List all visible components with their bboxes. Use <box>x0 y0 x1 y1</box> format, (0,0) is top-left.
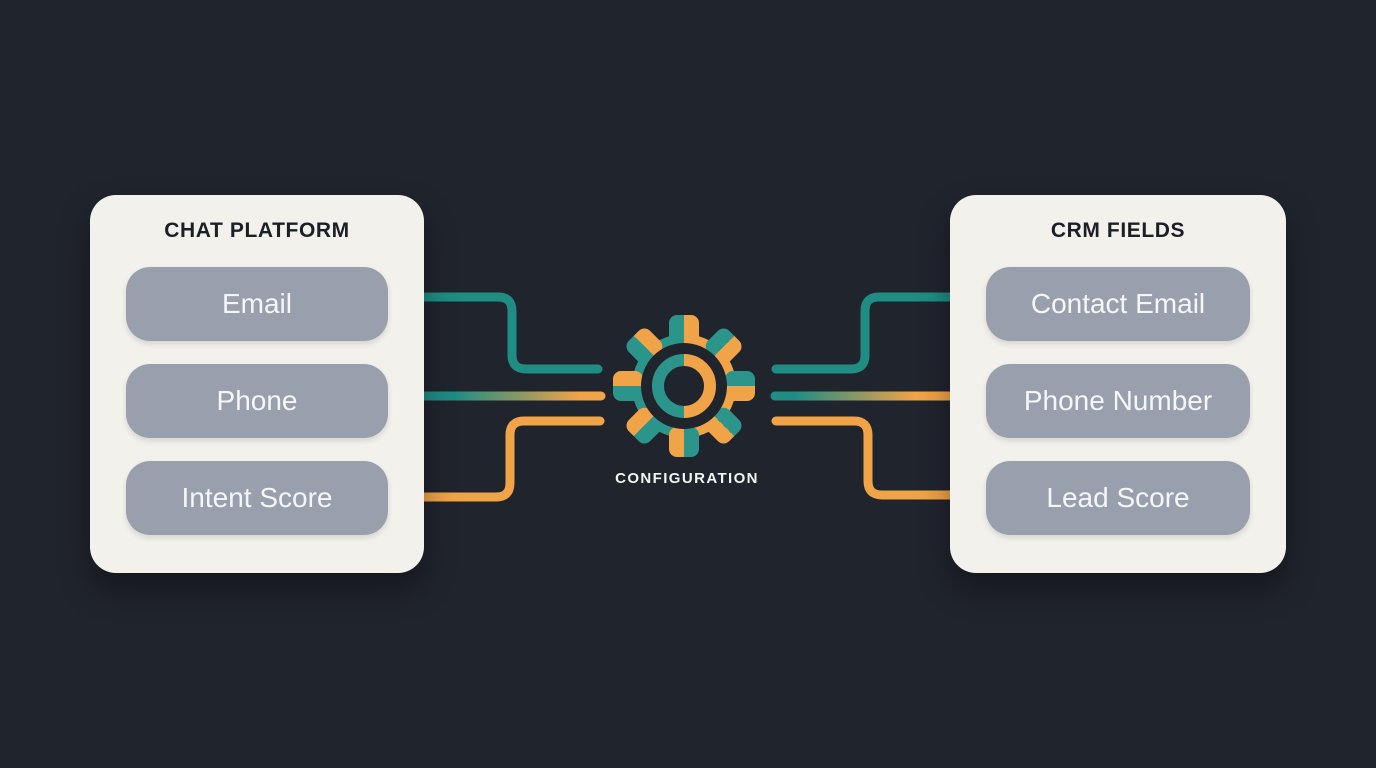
crm-fields-panel: CRM FIELDS Contact Email Phone Number Le… <box>950 195 1286 573</box>
crm-fields-title: CRM FIELDS <box>1050 219 1186 242</box>
chat-platform-panel: CHAT PLATFORM Email Phone Intent Score <box>90 195 424 573</box>
field-pill-phone[interactable]: Phone <box>126 364 388 438</box>
field-pill-contact-email[interactable]: Contact Email <box>986 267 1250 341</box>
field-pill-intent-score[interactable]: Intent Score <box>126 461 388 535</box>
wire-intent-score-to-gear <box>415 416 605 502</box>
wire-gear-to-lead-score <box>771 416 959 500</box>
gear-icon[interactable] <box>613 315 755 457</box>
wire-email-to-gear <box>415 292 603 374</box>
field-pill-phone-number[interactable]: Phone Number <box>986 364 1250 438</box>
wire-gear-to-contact-email <box>771 292 959 374</box>
field-pill-email[interactable]: Email <box>126 267 388 341</box>
field-pill-lead-score[interactable]: Lead Score <box>986 461 1250 535</box>
configuration-label: CONFIGURATION <box>615 470 759 487</box>
chat-platform-title: CHAT PLATFORM <box>164 219 350 242</box>
